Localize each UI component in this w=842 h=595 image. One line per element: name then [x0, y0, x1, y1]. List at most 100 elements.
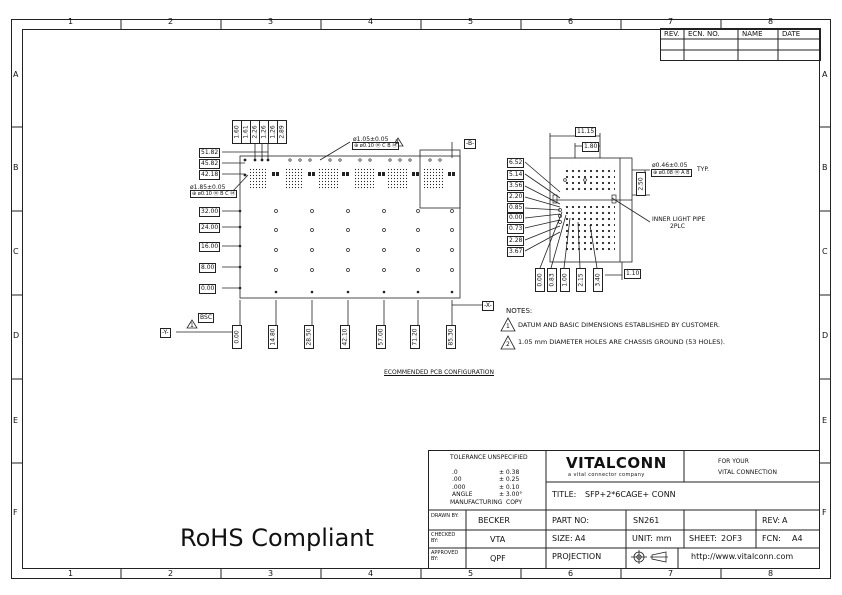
motto-line-1: FOR YOUR [718, 458, 749, 465]
dim-left-24-00: 24.00 [199, 223, 221, 233]
side-dim-11-15: 11.15 [575, 127, 597, 137]
name-header: NAME [742, 30, 763, 38]
zone-bottom-1: 1 [68, 569, 74, 578]
title-value: SFP+2*6CAGE+ CONN [585, 490, 676, 499]
dim-left-8-00: 8.00 [199, 263, 217, 273]
dim-bottom-57: 57.00 [376, 325, 386, 349]
rev-value: A [782, 516, 788, 525]
zone-top-5: 5 [468, 17, 474, 26]
zone-right-D: D [822, 331, 829, 340]
sheet-label: SHEET: [689, 534, 717, 543]
zone-left-D: D [13, 331, 20, 340]
note-1-triangle-ref: 1 [190, 322, 194, 329]
projection-label: PROJECTION [552, 552, 602, 561]
light-pipe-count: 2PLC [670, 223, 685, 230]
side-hole-tolerance: ⊕ ø0.08 Ⓜ A B [651, 169, 692, 177]
side-dim-2-50: 2.50 [636, 172, 646, 196]
tol-val-4: ± 3.00° [499, 491, 523, 498]
tol-val-1: ± 0.38 [499, 469, 520, 476]
tol-key-2: .00 [452, 476, 462, 483]
brand-logo: VITALCONN [566, 454, 667, 472]
sheet-value: 2OF3 [721, 534, 743, 543]
zone-top-6: 6 [568, 17, 574, 26]
tolerance-title: TOLERANCE UNSPECIFIED [450, 454, 528, 461]
side-bottom-dim-5-text: 3.40 [594, 273, 602, 287]
dim-top-6: 2.89 [277, 120, 287, 144]
side-bottom-dim-1: 0.00 [535, 268, 545, 292]
company-url[interactable]: http://www.vitalconn.com [691, 552, 794, 561]
side-dim-2-28: 2.28 [507, 236, 525, 246]
tol-key-1: .0 [452, 469, 458, 476]
side-dim-6-52: 6.52 [507, 158, 525, 168]
side-dim-2-50-text: 2.50 [637, 177, 645, 191]
zone-bottom-3: 3 [268, 569, 274, 578]
drawn-label: DRAWN BY: [431, 513, 459, 519]
dim-left-16-00: 16.00 [199, 242, 221, 252]
brand-tagline: a vital connector company [568, 472, 645, 478]
side-dim-0-85: 0.85 [507, 203, 525, 213]
tol-val-2: ± 0.25 [499, 476, 520, 483]
motto-line-2: VITAL CONNECTION [718, 469, 777, 476]
side-hole-typ: TYP. [697, 166, 709, 173]
part-label: PART NO: [552, 516, 590, 525]
checked-label: CHECKED BY: [431, 532, 456, 544]
title-block-grid [428, 450, 820, 569]
top-hole-spec: ø1.05±0.05 [353, 136, 389, 143]
tol-key-4: ANGLE [452, 491, 473, 498]
side-bottom-dim-4: 2.15 [576, 268, 586, 292]
zone-top-8: 8 [768, 17, 774, 26]
rev-label: REV: [762, 516, 781, 525]
zone-bottom-7: 7 [668, 569, 674, 578]
dim-bottom-71: 71.20 [410, 325, 420, 349]
note-1-text: DATUM AND BASIC DIMENSIONS ESTABLISHED B… [518, 321, 720, 329]
bsc-label: BSC [198, 313, 215, 323]
note-1-number: 1 [506, 323, 510, 330]
date-header: DATE [782, 30, 801, 38]
dim-left-32-00: 32.00 [199, 207, 221, 217]
checked-value: VTA [490, 535, 506, 544]
note-2-number: 2 [506, 341, 510, 348]
dim-bottom-85: 85.30 [446, 325, 456, 349]
fcn-label: FCN: [762, 534, 781, 543]
side-bottom-dim-5: 3.40 [593, 268, 603, 292]
rev-header: REV. [664, 30, 680, 38]
approved-value: QPF [490, 554, 506, 563]
zone-left-C: C [13, 247, 19, 256]
light-pipe-label: INNER LIGHT PIPE [652, 216, 706, 223]
size-value: A4 [575, 534, 586, 543]
notes-title: NOTES: [506, 307, 533, 315]
tol-val-5: COPY [506, 499, 523, 506]
side-bottom-dim-2-text: 0.83 [548, 273, 556, 287]
unit-value: mm [656, 534, 672, 543]
zone-left-B: B [13, 163, 19, 172]
ecn-header: ECN. NO. [688, 30, 720, 38]
zone-bottom-4: 4 [368, 569, 374, 578]
zone-top-2: 2 [168, 17, 174, 26]
zone-left-F: F [13, 508, 18, 517]
size-label: SIZE: [552, 534, 573, 543]
side-bottom-dim-3: 1.00 [560, 268, 570, 292]
fcn-value: A4 [792, 534, 803, 543]
side-dim-5-14: 5.14 [507, 170, 525, 180]
zone-right-B: B [822, 163, 828, 172]
zone-top-4: 4 [368, 17, 374, 26]
tol-key-5: MANUFACTURING [450, 499, 503, 506]
side-dim-2-20: 2.20 [507, 192, 525, 202]
side-dim-0-73: 0.73 [507, 224, 525, 234]
dim-bottom-0: 0.00 [232, 325, 242, 349]
top-hole-tolerance: ⊕ ø0.10 Ⓜ C B Ⓜ [352, 142, 400, 150]
title-label: TITLE: [552, 490, 577, 499]
zone-right-E: E [822, 416, 828, 425]
dim-bottom-42: 42.10 [340, 325, 350, 349]
dim-bottom-14: 14.80 [268, 325, 278, 349]
side-bottom-dim-1-text: 0.00 [536, 273, 544, 287]
zone-left-A: A [13, 70, 19, 79]
zone-right-A: A [822, 70, 828, 79]
zone-bottom-6: 6 [568, 569, 574, 578]
datum-b-label: -B- [464, 139, 477, 149]
left-hole-spec: ø1.85±0.05 [190, 184, 226, 191]
zone-bottom-8: 8 [768, 569, 774, 578]
side-dim-0-00: 0.00 [507, 213, 525, 223]
